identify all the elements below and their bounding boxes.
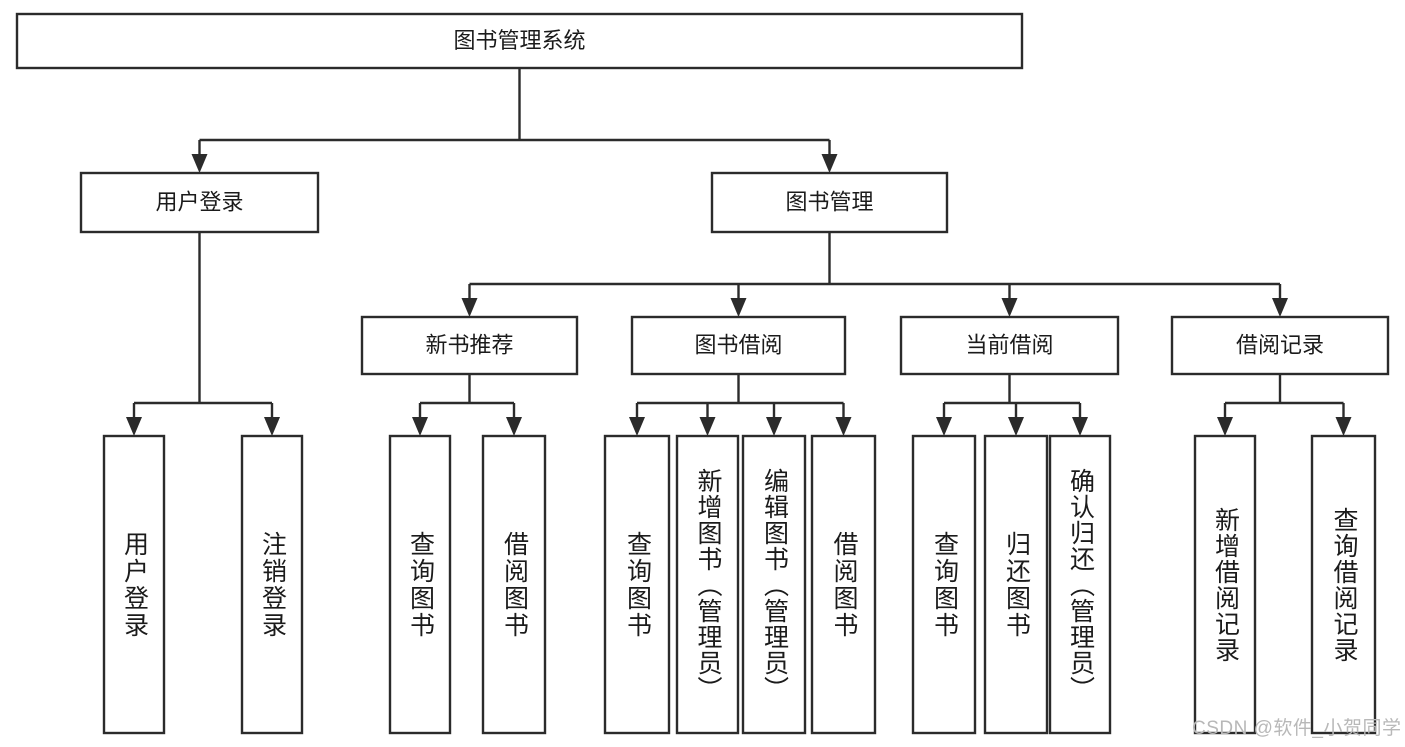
node-box-leaf-b-borrow[interactable]	[810, 434, 877, 735]
arrow-head-l3_new	[461, 298, 478, 317]
node-box-l3-record[interactable]	[1170, 315, 1390, 376]
node-box-l3-current[interactable]	[899, 315, 1120, 376]
node-box-leaf-b-edit[interactable]	[741, 434, 807, 735]
node-box-leaf-r-add[interactable]	[1193, 434, 1257, 735]
node-label-l3-new: 新书推荐	[425, 332, 513, 357]
node-label-l3-borrow: 图书借阅	[694, 332, 782, 357]
node-box-leaf-new-query[interactable]	[388, 434, 452, 735]
node-box-leaf-c-query[interactable]	[911, 434, 977, 735]
csdn-watermark: CSDN @软件_小贺同学	[1192, 718, 1402, 739]
node-label-l3-record: 借阅记录	[1236, 332, 1324, 357]
node-box-layer	[15, 12, 1390, 735]
arrow-head-leaf_new_query	[412, 417, 428, 436]
arrow-head-leaf_b_add	[699, 417, 716, 436]
arrow-head-leaf_b_borrow	[835, 417, 852, 436]
node-box-leaf-c-confirm[interactable]	[1048, 434, 1112, 735]
node-label-root: 图书管理系统	[453, 28, 585, 53]
node-box-leaf-new-borrow[interactable]	[481, 434, 547, 735]
arrow-head-leaf_b_edit	[766, 417, 782, 436]
node-box-leaf-user-login[interactable]	[102, 434, 166, 735]
arrow-head-leaf_c_query	[936, 417, 952, 436]
arrow-head-l3_borrow	[730, 298, 747, 317]
node-box-l3-borrow[interactable]	[630, 315, 847, 376]
node-box-leaf-b-add[interactable]	[675, 434, 740, 735]
node-box-leaf-c-return[interactable]	[983, 434, 1049, 735]
arrow-head-l3_record	[1272, 298, 1288, 317]
arrow-head-leaf_b_query	[629, 417, 645, 436]
node-box-root[interactable]	[15, 12, 1024, 70]
arrow-head-leaf_user_login	[126, 417, 142, 436]
arrow-head-leaf_c_confirm	[1072, 417, 1088, 436]
node-label-l3-current: 当前借阅	[965, 332, 1053, 357]
arrow-head-leaf_user_logout	[264, 417, 280, 436]
node-label-l2-user: 用户登录	[155, 189, 243, 214]
arrow-head-leaf_c_return	[1008, 417, 1024, 436]
node-box-l2-book[interactable]	[710, 171, 949, 234]
node-label-l2-book: 图书管理	[785, 189, 873, 214]
arrow-head-l2_user	[191, 154, 208, 173]
node-box-leaf-r-query[interactable]	[1310, 434, 1377, 735]
arrow-head-leaf_new_borrow	[506, 417, 522, 436]
arrow-head-leaf_r_add	[1217, 417, 1233, 436]
arrow-head-leaf_r_query	[1335, 417, 1352, 436]
connector-layer	[126, 68, 1352, 436]
node-box-leaf-b-query[interactable]	[603, 434, 671, 735]
node-box-l2-user[interactable]	[79, 171, 320, 234]
arrow-head-l2_book	[821, 154, 838, 173]
node-box-leaf-user-logout[interactable]	[240, 434, 304, 735]
node-box-l3-new[interactable]	[360, 315, 579, 376]
arrow-head-l3_current	[1001, 298, 1018, 317]
